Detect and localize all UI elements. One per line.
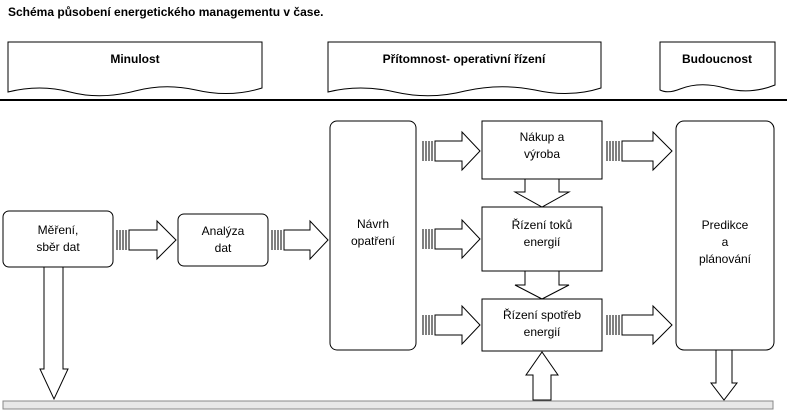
node-prediction: Predikce a plánování [675,120,775,351]
period-label-future: Budoucnost [682,52,752,66]
node-analysis-line2: dat [215,241,232,255]
diagram-title: Schéma působení energetického management… [8,5,323,19]
node-measure: Měření, sběr dat [2,210,114,268]
period-banner-future: Budoucnost [659,41,776,93]
node-purchase: Nákup a výroba [481,120,603,180]
node-purchase-line1: Nákup a [520,130,565,144]
arrow-flow-to-consumption [514,270,570,300]
node-purchase-line2: výroba [524,147,560,161]
arrow-consumption-to-prediction [606,304,673,346]
node-prediction-line1: Predikce [702,218,749,232]
node-measure-line1: Měření, [38,223,79,237]
period-label-present: Přítomnost- operativní řízení [383,52,546,66]
node-consumption-line2: energií [524,325,561,339]
node-design-line1: Návrh [357,217,389,231]
arrow-purchase-to-prediction [606,130,673,172]
node-design-line2: opatření [351,234,396,248]
node-consumption: Řízení spotřeb energií [481,298,603,352]
arrow-purchase-to-flow [513,178,571,208]
node-flow-line2: energií [524,235,561,249]
arrow-measure-to-analysis [116,219,177,261]
timeline-bar [2,400,774,410]
node-prediction-line3: plánování [699,252,752,266]
arrow-analysis-to-design [271,219,329,261]
node-design: Návrh opatření [329,120,417,351]
node-flow-line1: Řízení toků [512,217,573,232]
node-analysis: Analýza dat [177,213,269,267]
arrow-prediction-to-timeline [709,349,739,401]
period-banner-present: Přítomnost- operativní řízení [327,41,602,97]
node-prediction-line2: a [722,235,729,249]
arrow-measure-to-timeline [39,266,69,401]
node-measure-line2: sběr dat [36,240,80,254]
node-consumption-line1: Řízení spotřeb [503,307,581,322]
period-banner-past: Minulost [7,41,263,97]
arrow-design-to-purchase [422,130,481,172]
period-label-past: Minulost [110,52,159,66]
arrow-design-to-consumption [422,304,481,346]
node-flow: Řízení toků energií [481,206,603,272]
arrow-timeline-to-consumption [525,351,559,401]
arrow-design-to-flow [422,218,481,260]
node-analysis-line1: Analýza [202,224,245,238]
